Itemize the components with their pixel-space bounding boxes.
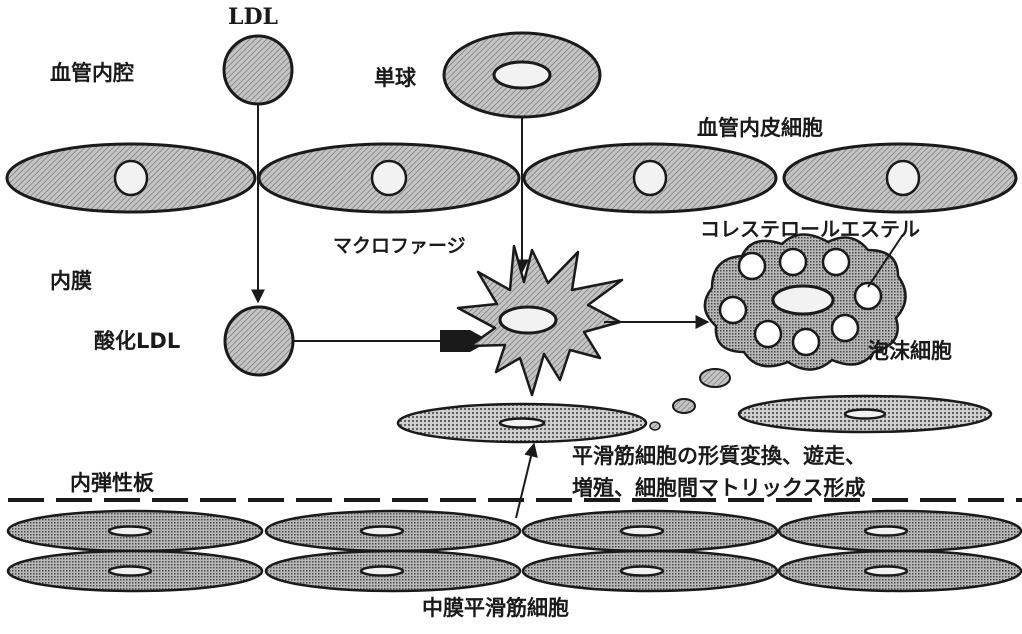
lipid-droplet — [853, 281, 883, 311]
lipid-droplet — [718, 295, 748, 325]
media-smc-nucleus — [863, 525, 909, 537]
oxidized-ldl-label: 酸化LDL — [94, 329, 181, 353]
migrated-smc-nucleus — [498, 417, 546, 429]
media-smc-label: 中膜平滑筋細胞 — [422, 596, 569, 620]
bubble — [672, 398, 696, 414]
migrated-smc-nucleus — [843, 408, 887, 420]
internal-elastic-lamina-label: 内弾性板 — [70, 471, 154, 495]
media-smc-nucleus — [619, 525, 665, 537]
monocyte-nucleus — [492, 60, 552, 90]
lipid-droplet — [791, 327, 821, 357]
media-smc-nucleus — [107, 525, 153, 537]
endothelial-cell-label: 血管内皮細胞 — [697, 116, 823, 140]
oxidized-ldl-particle — [223, 305, 295, 377]
macrophage-label: マクロファージ — [333, 235, 466, 257]
media-smc-layer — [6, 509, 1022, 593]
intima-label: 内膜 — [50, 269, 92, 293]
endothelial-nucleus — [632, 159, 668, 197]
monocyte-label: 単球 — [374, 66, 416, 90]
foam-cell-label: 泡沫細胞 — [868, 339, 952, 363]
lipid-droplet — [830, 313, 860, 343]
cholesterol-ester-label: コレステロールエステル — [700, 217, 920, 241]
endothelial-nucleus — [885, 159, 921, 197]
endothelial-nucleus — [113, 159, 149, 197]
smc-change-label-line1: 平滑筋細胞の形質変換、遊走、 — [572, 444, 866, 468]
endothelial-layer — [5, 142, 1018, 214]
cholesterol-ester-pointer — [867, 235, 903, 288]
lipid-droplet — [821, 247, 851, 277]
media-smc-nucleus — [359, 525, 405, 537]
foam-cell — [703, 233, 907, 371]
vessel-lumen-label: 血管内腔 — [50, 61, 134, 85]
lipid-droplet — [753, 319, 783, 349]
lipid-droplet — [737, 251, 767, 281]
endothelial-nucleus — [370, 159, 408, 197]
smc-change-label-line2: 増殖、細胞間マトリックス形成 — [572, 476, 866, 500]
smc-migration-arrow — [515, 442, 538, 519]
ldl-particle — [222, 34, 294, 106]
bubble — [699, 368, 731, 388]
media-smc-nucleus — [863, 565, 909, 577]
macrophage-nucleus — [498, 305, 558, 335]
bubble — [649, 421, 661, 431]
media-smc-nucleus — [359, 565, 405, 577]
media-smc-nucleus — [619, 565, 665, 577]
ldl-label: LDL — [228, 4, 279, 30]
lipid-droplet — [778, 247, 808, 277]
foam-cell-nucleus — [771, 284, 835, 316]
media-smc-nucleus — [107, 565, 153, 577]
